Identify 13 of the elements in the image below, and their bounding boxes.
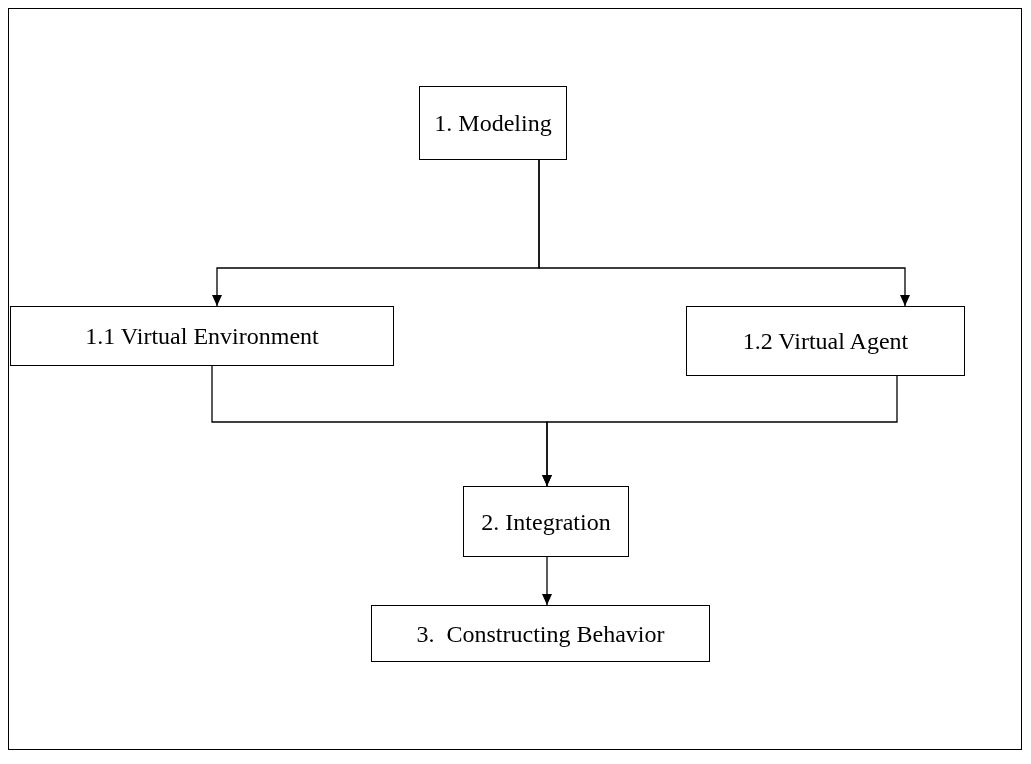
box-label: 3. Constructing Behavior <box>416 619 665 649</box>
process-box <box>419 86 567 160</box>
arrow <box>538 159 910 307</box>
process-box <box>463 486 629 557</box>
arrow <box>542 556 552 606</box>
box-label: 2. Integration <box>481 507 611 537</box>
process-box <box>371 605 710 662</box>
process-box <box>686 306 965 376</box>
box-label: 1.2 Virtual Agent <box>742 327 909 356</box>
arrow <box>542 375 898 487</box>
box-label: 1. Modeling <box>434 109 552 138</box>
process-box <box>10 306 394 366</box>
box-label: 1.1 Virtual Environment <box>85 322 319 351</box>
